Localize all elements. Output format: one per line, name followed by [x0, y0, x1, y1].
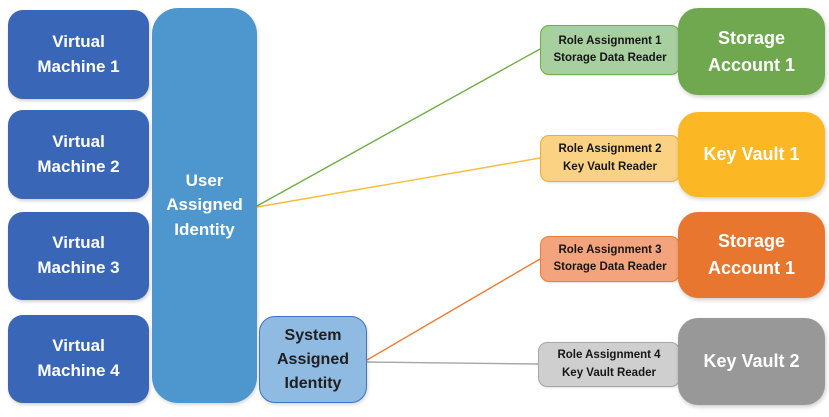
role-assignment-2-line1: Role Assignment 2: [558, 143, 662, 156]
vm-box-4: Virtual Machine 4: [8, 315, 149, 403]
resource-label-storage-account-1-orange: Storage Account 1: [707, 231, 795, 278]
connector-system-to-ra4: [366, 361, 539, 365]
role-assignment-box-1: Role Assignment 1 Storage Data Reader: [540, 25, 680, 75]
resource-box-storage-account-1-orange: Storage Account 1: [678, 212, 825, 298]
vm-label-1: Virtual Machine 1: [37, 31, 120, 76]
resource-box-key-vault-1: Key Vault 1: [678, 112, 825, 197]
role-assignment-1-line2: Storage Data Reader: [553, 52, 667, 64]
vm-label-2: Virtual Machine 2: [37, 131, 120, 176]
connector-user-to-ra1: [256, 48, 541, 207]
vm-label-3: Virtual Machine 3: [37, 233, 120, 277]
role-assignment-1-line1: Role Assignment 1: [558, 34, 662, 47]
connector-system-to-ra3: [366, 258, 541, 361]
user-assigned-identity-label: User Assigned Identity: [166, 170, 243, 239]
resource-box-key-vault-2: Key Vault 2: [678, 318, 825, 405]
vm-box-1: Virtual Machine 1: [8, 10, 149, 99]
role-assignment-label-2: Role Assignment 2 Key Vault Reader: [558, 141, 661, 176]
role-assignment-4-line2: Key Vault Reader: [562, 366, 656, 379]
resource-label-key-vault-2: Key Vault 2: [703, 351, 800, 371]
role-assignment-box-2: Role Assignment 2 Key Vault Reader: [540, 135, 680, 182]
role-assignment-label-3: Role Assignment 3 Storage Data Reader: [553, 242, 666, 277]
role-assignment-2-line2: Key Vault Reader: [563, 160, 657, 173]
vm-box-3: Virtual Machine 3: [8, 212, 149, 300]
connector-user-to-ra2: [256, 157, 541, 208]
role-assignment-3-line1: Role Assignment 3: [558, 243, 662, 256]
system-assigned-identity-box: System Assigned Identity: [259, 316, 367, 403]
role-assignment-box-4: Role Assignment 4 Key Vault Reader: [538, 342, 680, 387]
resource-label-key-vault-1: Key Vault 1: [703, 144, 800, 164]
system-assigned-identity-label: System Assigned Identity: [276, 326, 349, 392]
user-assigned-identity-box: User Assigned Identity: [152, 8, 257, 403]
role-assignment-3-line2: Storage Data Reader: [553, 261, 667, 273]
resource-box-storage-account-1-green: Storage Account 1: [678, 8, 825, 95]
vm-label-4: Virtual Machine 4: [37, 336, 120, 380]
role-assignment-label-4: Role Assignment 4 Key Vault Reader: [557, 347, 660, 382]
role-assignment-box-3: Role Assignment 3 Storage Data Reader: [540, 236, 680, 282]
role-assignment-4-line1: Role Assignment 4: [557, 349, 661, 362]
vm-box-2: Virtual Machine 2: [8, 110, 149, 199]
resource-label-storage-account-1-green: Storage Account 1: [707, 27, 795, 75]
role-assignment-label-1: Role Assignment 1 Storage Data Reader: [553, 33, 666, 68]
